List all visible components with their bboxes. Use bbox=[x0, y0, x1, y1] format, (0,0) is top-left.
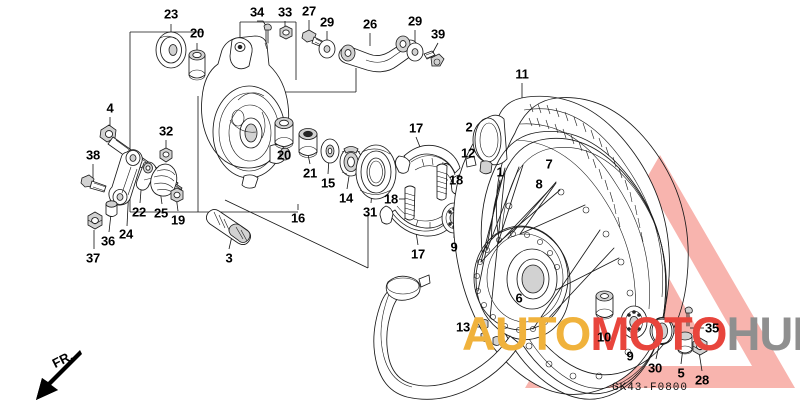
part-26-torque-rod bbox=[338, 35, 419, 73]
callout-number-20: 20 bbox=[189, 25, 205, 41]
callout-number-15: 15 bbox=[320, 175, 336, 191]
part-23-dust-seal bbox=[155, 31, 187, 69]
callout-number-17: 17 bbox=[408, 120, 424, 136]
callout-number-20: 20 bbox=[276, 147, 292, 163]
part-16-brake-panel bbox=[201, 35, 291, 189]
callout-number-17: 17 bbox=[410, 246, 426, 262]
callout-number-16: 16 bbox=[290, 210, 306, 226]
callout-number-29: 29 bbox=[319, 14, 335, 30]
callout-number-7: 7 bbox=[545, 156, 553, 172]
watermark-moto: MOTO bbox=[590, 307, 727, 360]
part-30-oil-seal-right bbox=[649, 317, 675, 345]
part-2-inner-tube-valve bbox=[472, 114, 508, 175]
callout-number-21: 21 bbox=[302, 165, 318, 181]
diagram-code: GK43-F0800 bbox=[612, 382, 689, 394]
part-7-8-spokes bbox=[477, 164, 620, 330]
part-33-nut bbox=[279, 25, 293, 40]
callout-number-34: 34 bbox=[249, 4, 265, 20]
callout-number-19: 19 bbox=[170, 212, 186, 228]
part-31-oil-seal bbox=[355, 144, 397, 200]
part-38-bolt bbox=[80, 174, 107, 193]
callout-number-1: 1 bbox=[496, 164, 504, 180]
wheel-assembly bbox=[453, 95, 689, 400]
callout-number-11: 11 bbox=[515, 66, 529, 82]
callout-number-8: 8 bbox=[535, 176, 543, 192]
part-37-nut bbox=[87, 211, 103, 230]
part-39-flange-bolt bbox=[423, 50, 445, 67]
front-fender bbox=[373, 274, 521, 400]
callout-number-24: 24 bbox=[118, 226, 134, 242]
part-20-collar-lower bbox=[274, 117, 294, 149]
part-13-spoke-nipples bbox=[480, 319, 501, 346]
callout-number-31: 31 bbox=[362, 204, 378, 220]
callout-number-26: 26 bbox=[362, 16, 378, 32]
watermark-hub: HUB bbox=[726, 307, 800, 360]
part-35-cotter-pin bbox=[684, 306, 693, 327]
part-18-shoe-spring-b bbox=[404, 185, 416, 221]
callout-number-10: 10 bbox=[596, 329, 612, 345]
callout-number-2: 2 bbox=[465, 119, 473, 135]
watermark-wordmark: AUTOMOTOHUB bbox=[462, 310, 800, 357]
part-12-rim-band bbox=[465, 155, 477, 168]
callout-number-38: 38 bbox=[85, 147, 101, 163]
callout-number-33: 33 bbox=[277, 4, 293, 20]
callout-number-25: 25 bbox=[153, 205, 169, 221]
callout-number-18: 18 bbox=[448, 172, 464, 188]
part-29-washer-a bbox=[318, 39, 336, 59]
part-10-side-collar bbox=[595, 290, 614, 320]
front-direction-arrow-icon bbox=[36, 350, 82, 400]
callout-number-28: 28 bbox=[694, 372, 710, 388]
part-22-wear-indicator bbox=[135, 161, 157, 191]
callout-number-23: 23 bbox=[163, 6, 179, 22]
part-6-wheel-hub bbox=[473, 225, 571, 341]
part-20-collar-upper bbox=[188, 49, 206, 81]
callout-number-35: 35 bbox=[704, 320, 720, 336]
callout-number-30: 30 bbox=[647, 360, 663, 376]
part-19-nut bbox=[170, 187, 184, 203]
callout-number-9: 9 bbox=[450, 239, 458, 255]
watermark-auto: AUTO bbox=[462, 307, 591, 360]
part-5-collar bbox=[677, 331, 693, 355]
callout-number-37: 37 bbox=[85, 250, 101, 266]
callout-number-12: 12 bbox=[460, 145, 476, 161]
part-18-shoe-spring-a bbox=[436, 163, 450, 201]
part-29-washer-b bbox=[406, 42, 424, 62]
callout-number-32: 32 bbox=[158, 123, 174, 139]
callout-number-36: 36 bbox=[100, 233, 116, 249]
callout-number-18: 18 bbox=[383, 191, 399, 207]
callout-number-13: 13 bbox=[455, 319, 471, 335]
part-36-collar bbox=[105, 200, 118, 217]
callout-number-4: 4 bbox=[106, 100, 114, 116]
part-14-speedo-gear bbox=[339, 146, 363, 177]
callout-number-39: 39 bbox=[430, 26, 446, 42]
callout-number-29: 29 bbox=[407, 13, 423, 29]
callout-number-5: 5 bbox=[677, 365, 685, 381]
part-3-valve bbox=[205, 208, 252, 246]
part-21-bearing bbox=[298, 128, 318, 158]
callout-number-3: 3 bbox=[225, 250, 233, 266]
part-32-nut bbox=[159, 147, 173, 163]
callout-number-14: 14 bbox=[338, 190, 354, 206]
part-24-brake-arm bbox=[108, 149, 143, 206]
part-15-washer bbox=[320, 138, 340, 164]
callout-number-22: 22 bbox=[131, 204, 147, 220]
callout-number-27: 27 bbox=[301, 3, 317, 19]
part-9-bearing-right bbox=[620, 305, 648, 339]
callout-number-9: 9 bbox=[626, 348, 634, 364]
part-28-nut bbox=[692, 337, 708, 356]
part-34-cotter-pin bbox=[263, 23, 272, 50]
callout-number-6: 6 bbox=[515, 290, 523, 306]
